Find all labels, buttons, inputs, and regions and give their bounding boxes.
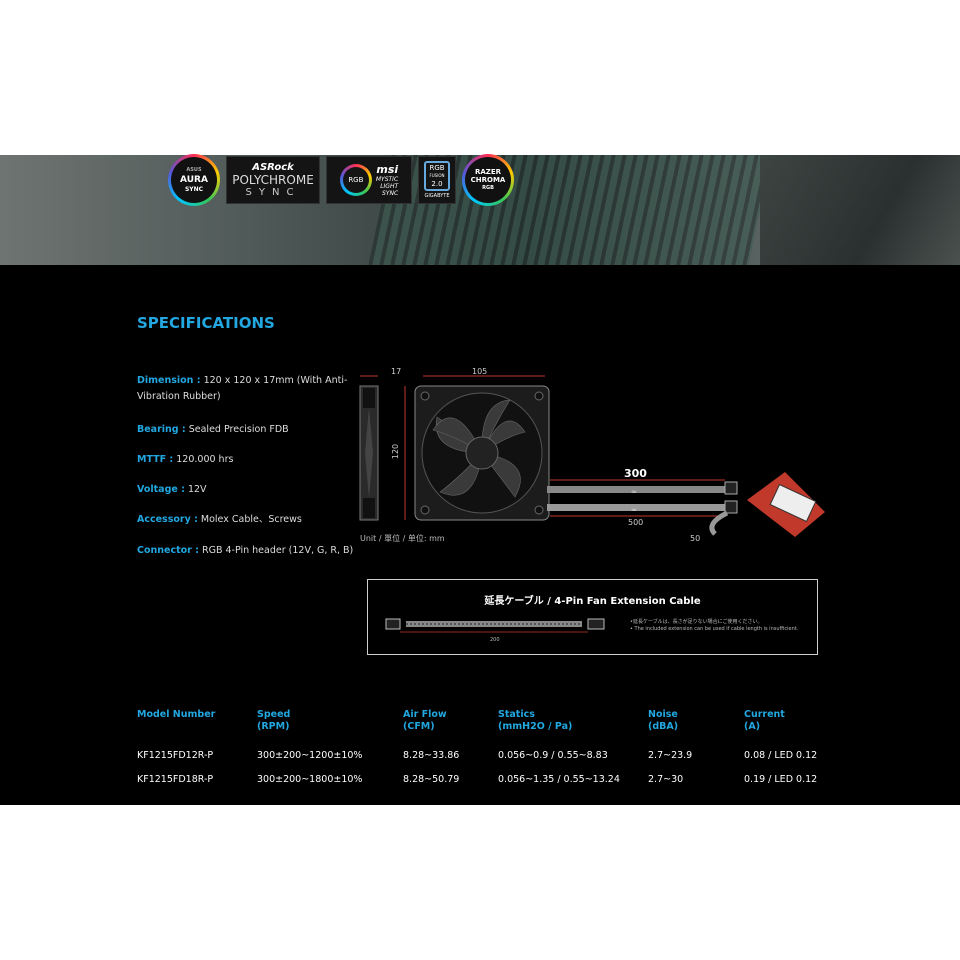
cell-airflow: 8.28~50.79 <box>403 773 460 785</box>
spec-key: MTTF : <box>137 454 174 465</box>
asus-aura-sync-logo: ASUS AURA SYNC <box>168 154 220 206</box>
extension-length: 200 <box>490 637 500 643</box>
aura-brand: ASUS <box>186 167 202 173</box>
header-line1: Speed <box>257 709 291 720</box>
header-line1: Air Flow <box>403 709 447 720</box>
spec-value: 120.000 hrs <box>173 454 234 465</box>
giga-line1: RGB <box>429 164 445 172</box>
msi-line2: LIGHT <box>380 182 399 190</box>
msi-words: msi MYSTIC LIGHT SYNC <box>375 162 399 197</box>
spec-bearing: Bearing : Sealed Precision FDB <box>137 422 352 438</box>
svg-text:≈: ≈ <box>631 506 637 514</box>
msi-line3: SYNC <box>381 189 399 197</box>
spec-connector: Connector : RGB 4-Pin header (12V, G, R,… <box>137 543 377 559</box>
giga-brand: GIGABYTE <box>424 193 450 199</box>
cell-statics: 0.056~0.9 / 0.55~8.83 <box>498 749 608 761</box>
spec-key: Bearing : <box>137 424 186 435</box>
spec-key: Connector : <box>137 545 199 556</box>
extension-title: 延長ケーブル / 4-Pin Fan Extension Cable <box>484 596 701 607</box>
cell-model: KF1215FD12R-P <box>137 749 214 761</box>
asrock-line1: POLYCHROME <box>232 173 314 187</box>
cell-airflow: 8.28~33.86 <box>403 749 460 761</box>
col-airflow: Air Flow(CFM) <box>403 709 498 743</box>
cell-model: KF1215FD18R-P <box>137 773 214 785</box>
rgb-compat-logos: ASUS AURA SYNC ASRock POLYCHROME SYNC RG… <box>168 155 514 205</box>
dim-cable-300: 300 <box>624 467 647 480</box>
cell-speed: 300±200~1800±10% <box>257 773 363 785</box>
razer-line3: RGB <box>482 185 494 191</box>
table-row: KF1215FD12R-P 300±200~1200±10% 8.28~33.8… <box>137 743 854 767</box>
spec-accessory: Accessory : Molex Cable、Screws <box>137 512 352 528</box>
cell-current: 0.19 / LED 0.12 <box>744 773 818 785</box>
col-statics: Statics(mmH2O / Pa) <box>498 709 648 743</box>
asrock-polychrome-logo: ASRock POLYCHROME SYNC <box>226 156 320 204</box>
header-line2: (mmH2O / Pa) <box>498 721 573 732</box>
col-model: Model Number <box>137 709 257 743</box>
razer-chroma-logo: RAZER CHROMA RGB <box>462 154 514 206</box>
dim-hole-spacing: 105 <box>472 367 488 376</box>
spec-value: 120 x 120 x 17mm (With Anti-Vibration Ru… <box>137 375 348 402</box>
aura-line2: SYNC <box>184 186 204 193</box>
cell-statics: 0.056~1.35 / 0.55~13.24 <box>498 773 620 785</box>
giga-line2: FUSION <box>429 173 445 178</box>
fan-dimension-diagram: ≈ ≈ <box>359 375 825 537</box>
aura-line1: AURA <box>180 175 208 185</box>
header-line1: Current <box>744 709 785 720</box>
header-line2: (RPM) <box>257 721 290 732</box>
cell-noise: 2.7~23.9 <box>648 749 693 761</box>
header-line1: Noise <box>648 709 678 720</box>
asrock-line2: SYNC <box>245 187 301 198</box>
spec-value: 12V <box>184 484 207 495</box>
msi-ring: RGB <box>340 164 372 196</box>
asrock-brand: ASRock <box>252 162 294 173</box>
extension-cable-drawing <box>385 618 605 633</box>
spec-dimension: Dimension : 120 x 120 x 17mm (With Anti-… <box>137 373 352 405</box>
msi-mystic-light-logo: RGB msi MYSTIC LIGHT SYNC <box>326 156 412 204</box>
table-row: KF1215FD18R-P 300±200~1800±10% 8.28~50.7… <box>137 767 854 791</box>
header-line1: Model Number <box>137 709 216 720</box>
extension-note-ja: •延長ケーブルは、長さが足りない場合にご使用ください。 <box>630 619 763 625</box>
dim-cable-500: 500 <box>628 518 644 527</box>
spec-key: Dimension : <box>137 375 201 386</box>
header-line2: (CFM) <box>403 721 435 732</box>
fusion-chip: RGB FUSION 2.0 <box>424 161 450 191</box>
header-line1: Statics <box>498 709 535 720</box>
cell-speed: 300±200~1200±10% <box>257 749 363 761</box>
spec-value: RGB 4-Pin header (12V, G, R, B) <box>198 545 354 556</box>
giga-line3: 2.0 <box>431 180 443 188</box>
dim-cable-50: 50 <box>690 534 701 543</box>
table-header-row: Model Number Speed(RPM) Air Flow(CFM) St… <box>137 709 854 743</box>
spec-key: Voltage : <box>137 484 185 495</box>
header-line2: (dBA) <box>648 721 679 732</box>
extension-cable-box: 延長ケーブル / 4-Pin Fan Extension Cable •延長ケー… <box>367 579 818 655</box>
cell-noise: 2.7~30 <box>648 773 684 785</box>
col-noise: Noise(dBA) <box>648 709 744 743</box>
spec-section <box>0 265 960 805</box>
dim-height: 120 <box>391 443 401 460</box>
razer-line1: RAZER <box>474 168 502 176</box>
spec-voltage: Voltage : 12V <box>137 482 352 498</box>
col-speed: Speed(RPM) <box>257 709 403 743</box>
gigabyte-rgb-fusion-logo: RGB FUSION 2.0 GIGABYTE <box>418 156 456 204</box>
section-title: SPECIFICATIONS <box>137 314 275 332</box>
msi-brand: msi <box>376 162 399 176</box>
msi-line1: MYSTIC <box>375 175 399 183</box>
col-current: Current(A) <box>744 709 854 743</box>
cell-current: 0.08 / LED 0.12 <box>744 749 818 761</box>
spec-mttf: MTTF : 120.000 hrs <box>137 452 352 468</box>
case-panel-image <box>760 155 960 265</box>
unit-note: Unit / 單位 / 单位: mm <box>360 534 445 543</box>
razer-line2: CHROMA <box>470 176 506 184</box>
header-line2: (A) <box>744 721 761 732</box>
spec-value: Sealed Precision FDB <box>185 424 289 435</box>
extension-notes: •延長ケーブルは、長さが足りない場合にご使用ください。 • The includ… <box>630 619 798 633</box>
spec-value: Molex Cable、Screws <box>197 514 302 525</box>
extension-note-en: • The included extension can be used if … <box>630 626 799 632</box>
svg-text:≈: ≈ <box>631 488 637 496</box>
dim-thickness: 17 <box>391 367 402 376</box>
model-spec-table: Model Number Speed(RPM) Air Flow(CFM) St… <box>137 709 854 791</box>
spec-key: Accessory : <box>137 514 198 525</box>
